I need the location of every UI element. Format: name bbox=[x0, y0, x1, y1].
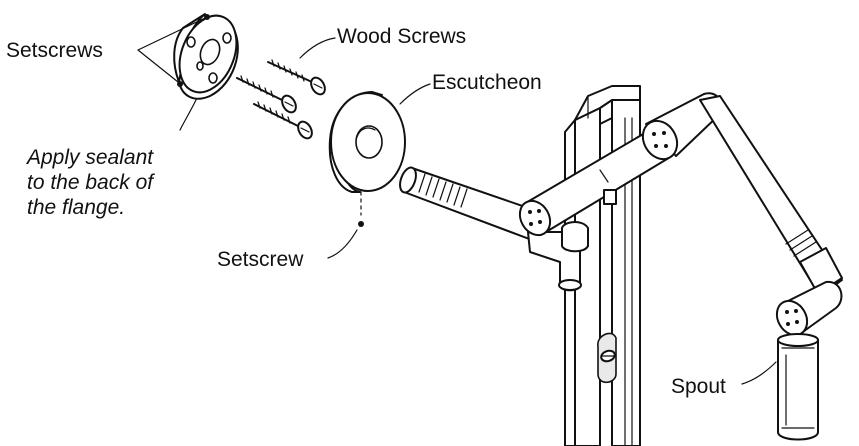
wood-screw-bottom bbox=[253, 101, 313, 140]
setscrew-dot-bottom bbox=[177, 81, 183, 87]
spout-arm bbox=[699, 95, 843, 297]
wood-screw-top bbox=[267, 59, 326, 96]
spout-elbow bbox=[775, 280, 843, 337]
inlet-pipe bbox=[399, 166, 541, 241]
escutcheon-plate bbox=[328, 91, 406, 193]
spout bbox=[777, 333, 819, 441]
setscrew-dot-top bbox=[204, 14, 210, 20]
upper-arm bbox=[518, 129, 673, 237]
leader-lines bbox=[137, 17, 777, 385]
wood-screw-middle bbox=[236, 75, 297, 114]
escutcheon-setscrew bbox=[358, 221, 364, 227]
mounting-flange bbox=[173, 13, 239, 100]
valve-elbow bbox=[527, 221, 589, 292]
